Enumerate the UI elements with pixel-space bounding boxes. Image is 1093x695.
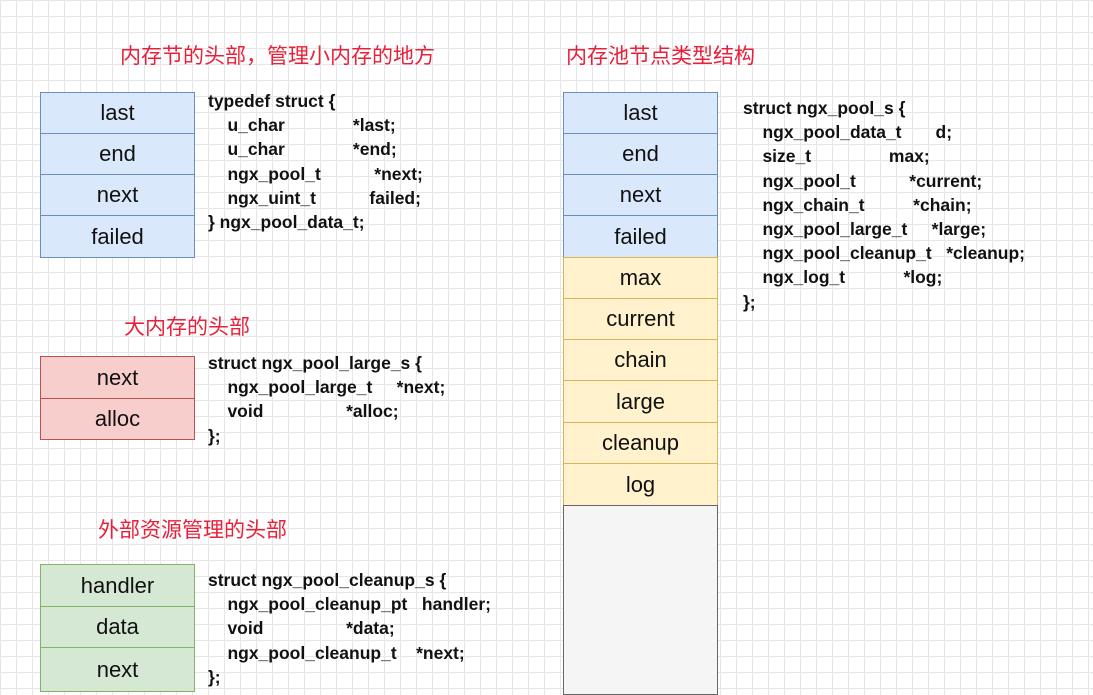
- data-field-end[interactable]: end: [40, 133, 195, 175]
- cleanup-struct-code: struct ngx_pool_cleanup_s { ngx_pool_cle…: [208, 570, 491, 687]
- heading-small-block: 内存节的头部，管理小内存的地方: [120, 44, 435, 68]
- pool-field-end[interactable]: end: [563, 133, 718, 175]
- cleanup-field-data[interactable]: data: [40, 606, 195, 648]
- data-field-failed[interactable]: failed: [40, 215, 195, 258]
- cleanup-field-next[interactable]: next: [40, 647, 195, 692]
- pool-field-max[interactable]: max: [563, 257, 718, 299]
- pool-free-memory-area: [563, 505, 718, 695]
- data-field-next[interactable]: next: [40, 174, 195, 216]
- pool-field-chain[interactable]: chain: [563, 339, 718, 381]
- pool-field-cleanup[interactable]: cleanup: [563, 422, 718, 464]
- heading-cleanup: 外部资源管理的头部: [98, 518, 287, 542]
- large-field-next[interactable]: next: [40, 356, 195, 399]
- pool-field-last[interactable]: last: [563, 92, 718, 134]
- large-field-alloc[interactable]: alloc: [40, 398, 195, 440]
- large-struct-code: struct ngx_pool_large_s { ngx_pool_large…: [208, 353, 446, 446]
- data-struct-code: typedef struct { u_char *last; u_char *e…: [208, 91, 423, 233]
- heading-pool: 内存池节点类型结构: [566, 44, 755, 68]
- cleanup-field-handler[interactable]: handler: [40, 564, 195, 607]
- pool-field-log[interactable]: log: [563, 463, 718, 506]
- pool-field-large[interactable]: large: [563, 380, 718, 423]
- pool-field-current[interactable]: current: [563, 298, 718, 340]
- data-field-last[interactable]: last: [40, 92, 195, 134]
- pool-field-failed[interactable]: failed: [563, 215, 718, 258]
- pool-struct-code: struct ngx_pool_s { ngx_pool_data_t d; s…: [743, 98, 1025, 312]
- heading-large-block: 大内存的头部: [124, 315, 250, 339]
- pool-field-next[interactable]: next: [563, 174, 718, 216]
